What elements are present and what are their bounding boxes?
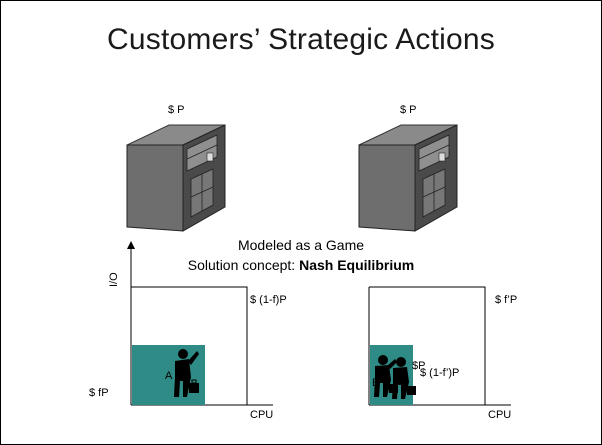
left-x-axis-label: CPU <box>250 409 274 421</box>
caption-line1: Modeled as a Game <box>237 237 365 253</box>
right-server-price: $ P <box>400 104 417 116</box>
left-inner-price: $ fP <box>89 387 109 399</box>
server-tower-icon <box>358 124 458 232</box>
server-tower-icon <box>126 124 226 232</box>
left-customer-region <box>132 345 205 405</box>
businessman-icon <box>392 357 416 399</box>
right-overlap-text: $P <box>412 360 426 372</box>
right-x-axis-label: CPU <box>488 409 512 421</box>
left-outer-price: $ (1-f)P <box>250 294 287 306</box>
caption-line2-bold: Nash Equilibrium <box>299 257 415 273</box>
right-outer-price: $ f’P <box>495 294 518 306</box>
caption-line2-prefix: Solution concept: <box>187 257 300 273</box>
right-inner-price: $ (1-f’)P <box>420 367 460 379</box>
left-server-price: $ P <box>168 104 185 116</box>
left-y-axis-label: I/O <box>108 272 120 287</box>
businessman-icon <box>174 349 199 397</box>
left-customer-label: A <box>165 370 173 382</box>
slide-title: Customers’ Strategic Actions <box>107 23 495 56</box>
caption-line2: Solution concept: Nash Equilibrium <box>151 257 451 273</box>
